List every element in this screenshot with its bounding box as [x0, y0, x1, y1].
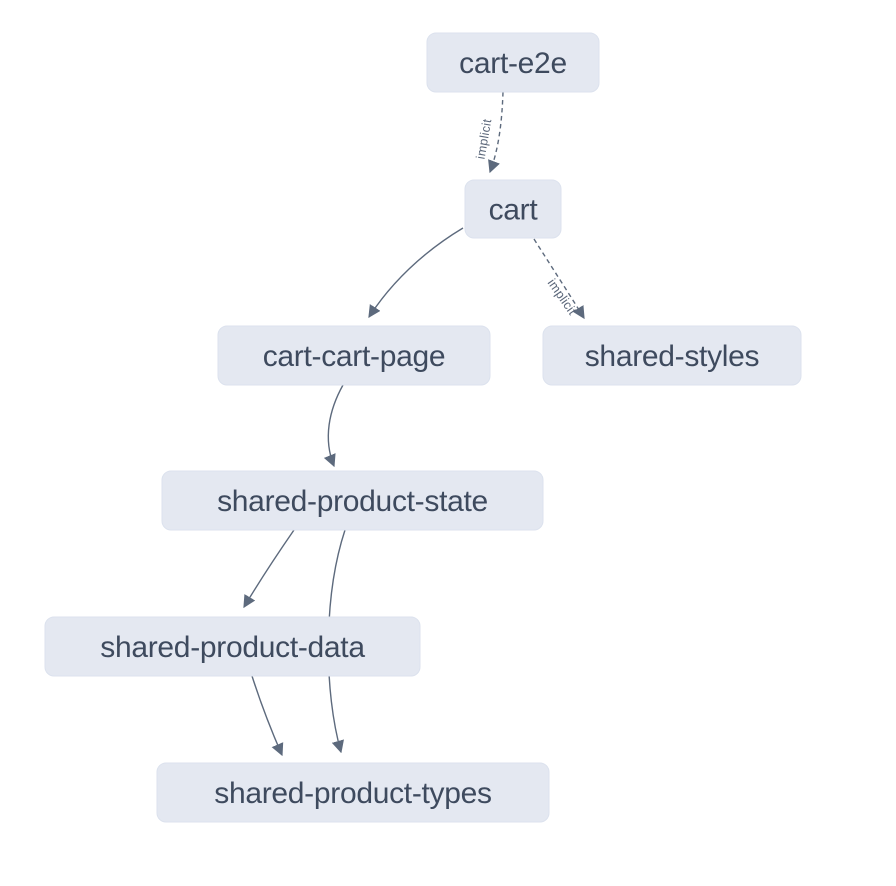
node-shared-styles[interactable]: shared-styles	[542, 325, 802, 386]
node-label: cart-e2e	[459, 47, 567, 80]
node-cart[interactable]: cart	[464, 179, 562, 239]
node-box[interactable]	[161, 470, 544, 531]
edge-cart-to-shared-styles[interactable]	[533, 238, 585, 320]
node-cart-cart-page[interactable]: cart-cart-page	[217, 325, 491, 386]
node-label: shared-product-types	[214, 777, 491, 810]
node-box[interactable]	[542, 325, 802, 386]
node-label: shared-product-state	[217, 485, 488, 518]
edge-cart-cart-page-to-shared-product-state[interactable]	[323, 384, 344, 468]
node-label: shared-product-data	[100, 631, 365, 664]
node-label: shared-styles	[585, 340, 760, 373]
edge-label-cart-e2e-to-cart: implicit	[474, 118, 495, 161]
edge-shared-product-state-to-shared-product-data[interactable]	[243, 529, 295, 609]
node-box[interactable]	[464, 179, 562, 239]
node-label: cart-cart-page	[263, 340, 446, 373]
node-cart-e2e[interactable]: cart-e2e	[426, 32, 600, 93]
edge-shared-product-data-to-shared-product-types[interactable]	[251, 675, 284, 757]
node-shared-product-state[interactable]: shared-product-state	[161, 470, 544, 531]
nodes-layer: cart-e2e cart cart-cart-page shared-styles s…	[44, 32, 802, 823]
edge-cart-to-cart-cart-page[interactable]	[368, 227, 464, 319]
edge-cart-e2e-to-cart[interactable]	[488, 91, 504, 174]
node-box[interactable]	[44, 616, 421, 677]
node-label: cart	[489, 194, 539, 227]
node-shared-product-types[interactable]: shared-product-types	[156, 762, 550, 823]
node-box[interactable]	[426, 32, 600, 93]
node-shared-product-data[interactable]: shared-product-data	[44, 616, 421, 677]
node-box[interactable]	[217, 325, 491, 386]
node-box[interactable]	[156, 762, 550, 823]
